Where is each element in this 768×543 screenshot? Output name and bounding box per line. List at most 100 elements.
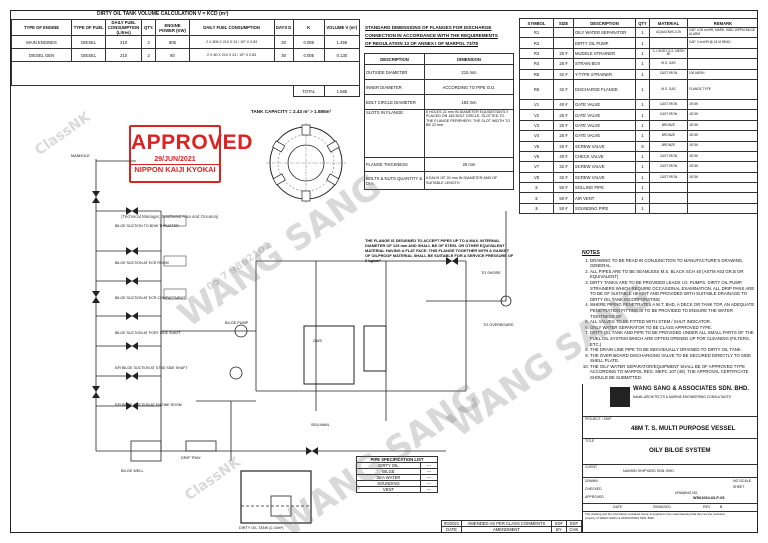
parts-cell: 40 # (553, 98, 574, 111)
note-item: DIRTY TANKS ARE TO BE PROVIDED LEADS I.O… (590, 280, 756, 302)
parts-cell: JIS 5K (687, 130, 757, 142)
parts-cell: SCREW VALVE (573, 161, 636, 173)
stamp-date: 29/JUN/2021 (154, 156, 196, 163)
note-item: THE OILY WATER SEPARATOR/EQUIPMENT SHALL… (590, 364, 756, 381)
parts-cell: 1 (635, 202, 650, 215)
rev-label: REV (703, 505, 711, 509)
parts-cell: 1 (635, 78, 650, 100)
parts-cell: JIS 5K (687, 150, 757, 163)
project-name: 48M T. S. MULTI PURPOSE VESSEL (631, 425, 736, 432)
parts-cell: R6 (519, 78, 554, 100)
parts-cell: R1 (519, 26, 554, 39)
parts-list-table: SYMBOL SIZE DESCRIPTION QTY MATERIAL REM… (519, 18, 757, 215)
blank-cell (12, 86, 294, 97)
cell: 2 X 80 X 210 X 24 / 10⁶ X 0.83 (188, 48, 275, 62)
parts-cell: 25 # (553, 47, 574, 60)
parts-cell: 40 # (553, 150, 574, 163)
parts-cell: 32 # (553, 78, 574, 100)
client-name: NANSIN SHIPYARD SDN. BHD. (623, 469, 675, 473)
volume-calc-title: DIRTY OIL TANK VOLUME CALCULATION V = KC… (97, 11, 229, 17)
parts-cell: 1 (635, 130, 650, 142)
label-manhole: MANHOLE (71, 154, 90, 158)
parts-cell: Y-TYPE STRAINER (573, 68, 636, 80)
parts-cell: BRONZE (649, 140, 688, 152)
parts-cell: OILY WATER SEPARATOR (573, 26, 636, 39)
parts-cell: 32 # (553, 161, 574, 173)
notes-list: DRAWING TO BE READ IN CONJUNCTION TO MAN… (582, 258, 756, 381)
cell: SLOTS IN FLANGE (364, 109, 425, 158)
parts-cell: DISCHARGE FLANGE (573, 78, 636, 100)
company-sub: NAVAL ARCHITECTS & MARINE ENGINEERING CO… (633, 395, 731, 399)
divider (583, 438, 757, 439)
sheet-label: SHEET (733, 485, 745, 489)
parts-cell: M.S. GAS (649, 78, 688, 100)
notes-title: NOTES (582, 250, 600, 256)
parts-cell: AIR VENT (573, 192, 636, 204)
volume-calc-table: TYPE OF ENGINE TYPE OF FUEL DAILY FUEL C… (11, 19, 361, 97)
checked-label: CHECKED (585, 487, 602, 491)
cell: 2 (140, 48, 157, 62)
parts-cell: M.S. GAS (649, 58, 688, 70)
drawing-title: OILY BILGE SYSTEM (649, 447, 711, 454)
title-block: WANG SANG & ASSOCIATES SDN. BHD. NAVAL A… (582, 384, 757, 532)
cell: 2 X 805 X 210 X 24 / 10⁶ X 0.83 (188, 35, 275, 49)
date-label: DATE (613, 505, 623, 509)
parts-cell: 32 # (553, 68, 574, 80)
rev-col-date: DATE (441, 526, 462, 532)
cell: 6 EACH OF 20 mm IN DIAMETER AND OF SUITA… (424, 171, 514, 190)
note-item: THE DRAIN LINE PIPE TO BE INDIVIDUALLY D… (590, 347, 756, 353)
parts-cell: V3 (519, 119, 554, 132)
dwg-no-label: DRAWING NO. (675, 491, 699, 495)
parts-cell: BRONZE (649, 130, 688, 142)
rev-col-amendment: AMENDMENT (461, 526, 552, 532)
cell: 215 mm (424, 64, 514, 80)
stamp-word: APPROVED (131, 131, 253, 154)
parts-cell (649, 182, 688, 194)
approved-label: APPROVED (585, 495, 604, 499)
parts-cell: 8 (635, 140, 650, 152)
parts-cell: CAP. 2 m³/HR @ 15 M HEAD (687, 37, 757, 49)
notes-section: NOTES DRAWING TO BE READ IN CONJUNCTION … (582, 250, 756, 381)
parts-cell: 50 # (553, 182, 574, 194)
parts-cell: V7 (519, 161, 554, 173)
parts-cell: JIS 5K (687, 98, 757, 111)
cell: OUTSIDE DIAMETER (364, 64, 425, 80)
label-overboard: TO OVERBOARD (483, 323, 514, 327)
flange-col-dim: DIMENSION (424, 53, 514, 65)
parts-cell: V2 (519, 109, 554, 121)
divider (583, 464, 757, 465)
parts-cell: GATE VALVE (573, 98, 636, 111)
rev-col-chk: CHK (565, 526, 583, 532)
parts-cell: V5 (519, 140, 554, 152)
parts-cell: 1 (635, 37, 650, 49)
flange-heading-1: STANDARD DIMENSIONS OF FLANGES FOR DISCH… (365, 25, 492, 30)
parts-cell (649, 192, 688, 204)
cell: 6 HOLES 22 mm IN DIAMETER EQUIDISTANTLY … (424, 109, 514, 158)
cell: BOLT CIRCLE DIAMETER (364, 94, 425, 110)
parts-col-remark: REMARK (687, 18, 757, 28)
title-label: TITLE (585, 439, 595, 443)
parts-cell: JIS 5K (687, 119, 757, 132)
label-bilge-suction-5: E/R BILGE SUCTION AT STBD SIDE SHAFT (115, 366, 188, 370)
note-item: ALL VALVES TO BE FITTED WITH STEM / SHUT… (590, 319, 756, 325)
parts-cell: 25 # (553, 119, 574, 132)
parts-cell: V4 (519, 130, 554, 142)
parts-cell (553, 26, 574, 39)
parts-cell (687, 182, 757, 194)
parts-cell: 25 # (553, 58, 574, 70)
rev-value: 0 (720, 505, 722, 509)
cell: 30 (273, 35, 294, 49)
parts-cell: SCREW VALVE (573, 140, 636, 152)
total-label: TOTAL (292, 85, 325, 97)
col-daily: DAILY FUEL CONSUMPTION (188, 19, 275, 36)
parts-cell: GATE VALVE (573, 109, 636, 121)
dwg-no: WS61064-63-P-05 (693, 496, 725, 500)
note-item: WHERE PIPING PENETRATES A W.T. BHD, A DE… (590, 302, 756, 319)
